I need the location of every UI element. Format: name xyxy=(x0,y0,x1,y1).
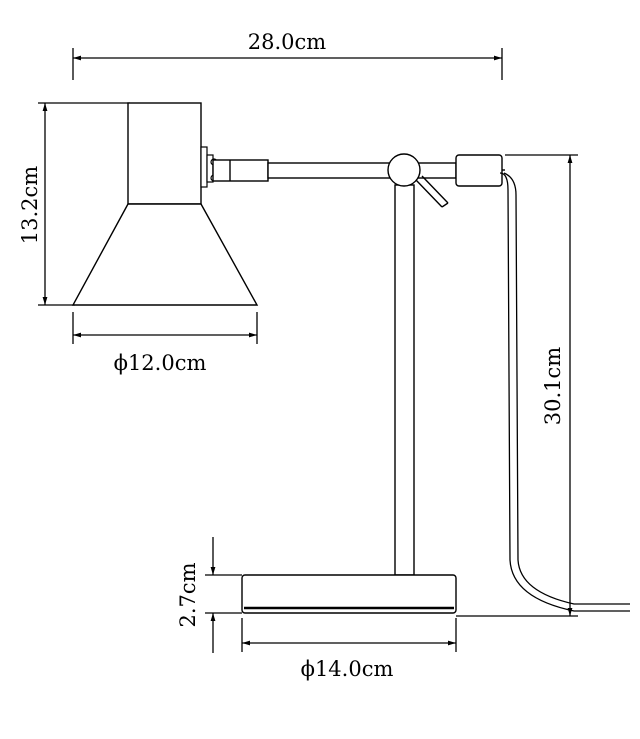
total-height-label: 30.1cm xyxy=(541,347,565,426)
pole xyxy=(394,184,415,576)
base-height-dimension xyxy=(205,537,242,653)
total-height-dimension xyxy=(456,154,578,617)
total-width-label: 28.0cm xyxy=(248,30,327,54)
arm-connector xyxy=(212,159,269,182)
shade-cylinder xyxy=(127,102,202,205)
shade-height-label: 13.2cm xyxy=(18,166,42,245)
lamp-base xyxy=(241,574,457,614)
shade-diameter-dimension xyxy=(72,312,258,344)
total-width-dimension xyxy=(72,48,503,80)
base-height-label: 2.7cm xyxy=(176,562,200,627)
power-cable xyxy=(499,172,630,612)
shade-cone xyxy=(71,203,259,306)
lamp-shade xyxy=(71,102,259,306)
lamp-arm xyxy=(212,154,505,187)
counterweight xyxy=(455,154,503,187)
lamp-pole xyxy=(387,153,449,576)
shade-height-dimension xyxy=(38,102,130,306)
base-diameter-label: ϕ14.0cm xyxy=(301,657,394,681)
arm-joint xyxy=(387,153,421,187)
arm-rod xyxy=(267,162,457,179)
base-diameter-dimension xyxy=(241,618,457,652)
shade-diameter-label: ϕ12.0cm xyxy=(114,351,207,375)
